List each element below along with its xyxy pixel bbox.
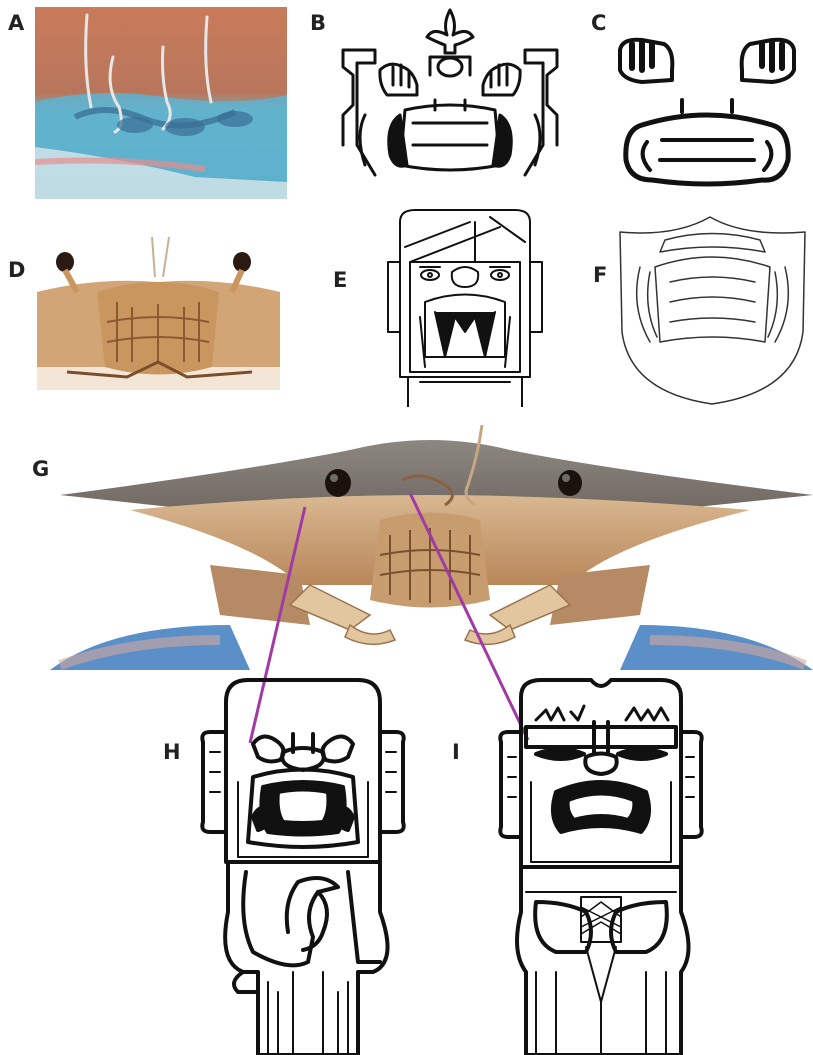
panel-label-d: D — [8, 260, 25, 281]
panel-label-b: B — [310, 13, 326, 34]
panel-label-g: G — [32, 459, 49, 480]
panel-c-drawing — [612, 30, 802, 195]
panel-label-e: E — [333, 270, 347, 291]
panel-label-a: A — [8, 13, 24, 34]
panel-label-c: C — [591, 13, 606, 34]
panel-h-drawing — [198, 672, 428, 1055]
panel-f-drawing — [615, 212, 810, 407]
panel-label-f: F — [593, 265, 607, 286]
panel-label-i: I — [452, 742, 460, 763]
panel-g-photo — [50, 425, 813, 670]
panel-e-drawing — [380, 207, 550, 407]
panel-b-drawing — [335, 5, 565, 190]
panel-i-drawing — [496, 672, 716, 1055]
panel-a-photo — [35, 7, 287, 199]
panel-d-photo — [37, 232, 280, 390]
panel-label-h: H — [163, 742, 181, 763]
